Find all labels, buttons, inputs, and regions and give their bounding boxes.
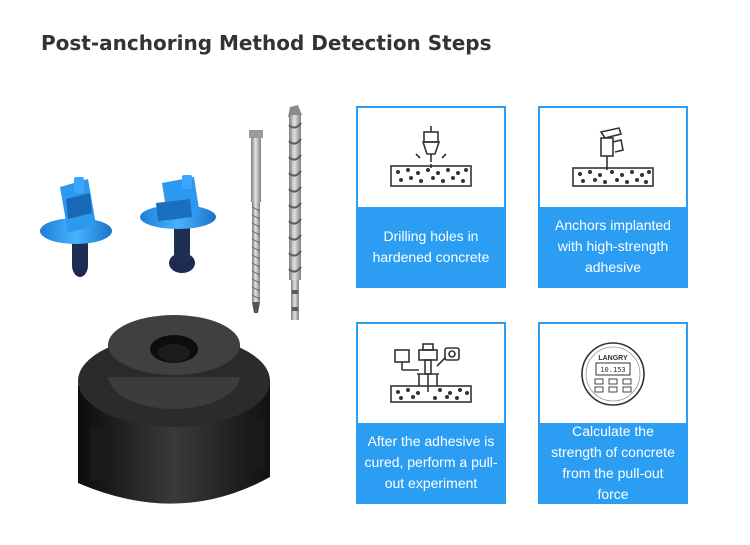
step-icon-area: LANGRY 10.153 [540, 324, 686, 423]
step-card-pull-out: After the adhesive is cured, perform a p… [356, 322, 506, 504]
gauge-brand: LANGRY [598, 355, 628, 362]
anchor-rod-image [249, 130, 263, 313]
anchor-right-image [140, 175, 216, 273]
adhesive-gun-icon [572, 126, 654, 187]
anchor-left-image [40, 177, 112, 277]
step-caption: Calculate the strength of concrete from … [551, 422, 675, 502]
drilling-icon [390, 125, 472, 187]
page-title: Post-anchoring Method Detection Steps [41, 31, 492, 55]
gauge-reading: 10.153 [600, 366, 625, 374]
step-icon-area [540, 108, 686, 207]
step-icon-area [358, 324, 504, 423]
step-caption-area: Drilling holes in hardened concrete [358, 207, 504, 286]
step-caption-area: After the adhesive is cured, perform a p… [358, 423, 504, 502]
drill-bit-image [288, 105, 302, 320]
step-icon-area [358, 108, 504, 207]
reaction-ring-image [78, 315, 270, 504]
step-card-adhesive: Anchors implanted with high-strength adh… [538, 106, 688, 288]
pull-out-tester-icon [390, 342, 472, 403]
step-card-drilling: Drilling holes in hardened concrete [356, 106, 506, 288]
step-caption: Drilling holes in hardened concrete [372, 227, 490, 265]
step-card-calculate: LANGRY 10.153 Calculate the strength of … [538, 322, 688, 504]
step-caption: Anchors implanted with high-strength adh… [555, 217, 671, 275]
force-gauge-icon: LANGRY 10.153 [581, 341, 645, 406]
step-caption-area: Calculate the strength of concrete from … [540, 423, 686, 502]
step-caption-area: Anchors implanted with high-strength adh… [540, 207, 686, 286]
product-photo [40, 105, 302, 504]
step-caption: After the adhesive is cured, perform a p… [364, 433, 498, 491]
